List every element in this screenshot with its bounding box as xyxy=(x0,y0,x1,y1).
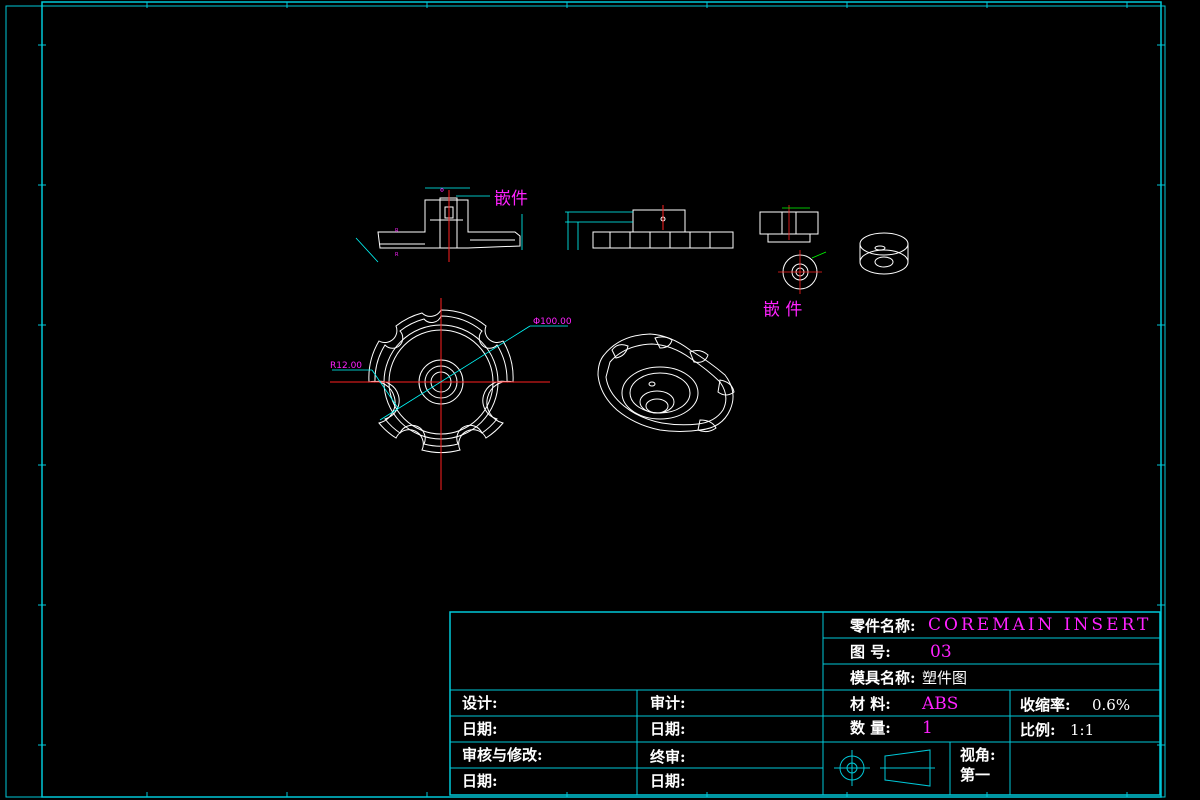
shrinkage-label: 收缩率: xyxy=(1020,696,1071,714)
isometric-view xyxy=(597,333,735,433)
insert-dimensions xyxy=(782,207,827,259)
side-view-dimensions xyxy=(565,211,633,250)
svg-text:R: R xyxy=(395,252,399,258)
plan-view-centerlines xyxy=(330,298,550,490)
sheet-border xyxy=(5,1,1166,798)
insert-3d-view xyxy=(859,232,909,275)
final-review-label: 终审: xyxy=(650,748,686,766)
date-label-3: 日期: xyxy=(462,772,498,790)
scale-value: 1:1 xyxy=(1070,721,1095,739)
insert-centerlines xyxy=(778,205,822,294)
svg-text:Φ: Φ xyxy=(440,188,444,194)
insert-label-top: 嵌件 xyxy=(494,189,528,209)
mold-name-label: 模具名称: xyxy=(850,669,916,687)
scale-label: 比例: xyxy=(1020,721,1056,739)
view-label: 视角: xyxy=(960,746,996,764)
material-label: 材 料: xyxy=(850,695,891,713)
quantity-value: 1 xyxy=(922,718,933,738)
dim-diameter-label: Φ100.00 xyxy=(533,317,572,327)
part-name-value: COREMAIN INSERT xyxy=(928,615,1152,635)
check-modify-label: 审核与修改: xyxy=(462,746,543,764)
shrinkage-value: 0.6% xyxy=(1092,696,1131,714)
material-value: ABS xyxy=(922,694,959,714)
quantity-label: 数 量: xyxy=(850,719,891,737)
border-ticks xyxy=(38,2,1165,797)
review-label: 审计: xyxy=(650,694,686,712)
projection-symbol-icon xyxy=(834,749,935,787)
drawing-no-label: 图 号: xyxy=(850,643,891,661)
title-block-grid xyxy=(449,611,1161,796)
date-label-2: 日期: xyxy=(650,720,686,738)
drawing-no-value: 03 xyxy=(930,642,952,662)
part-name-label: 零件名称: xyxy=(850,617,916,635)
dim-radius-label: R12.00 xyxy=(330,361,362,371)
section-view-dim-labels: Φ R R xyxy=(395,188,444,258)
insert-label-bottom: 嵌 件 xyxy=(763,300,802,320)
plan-view-dimensions xyxy=(332,325,568,421)
section-view-dimensions xyxy=(355,187,523,263)
svg-text:R: R xyxy=(395,228,399,234)
view-value: 第一 xyxy=(960,766,991,784)
mold-name-value: 塑件图 xyxy=(922,669,968,687)
design-label: 设计: xyxy=(462,694,498,712)
side-view xyxy=(592,209,734,249)
date-label-1: 日期: xyxy=(462,720,498,738)
date-label-4: 日期: xyxy=(650,772,686,790)
